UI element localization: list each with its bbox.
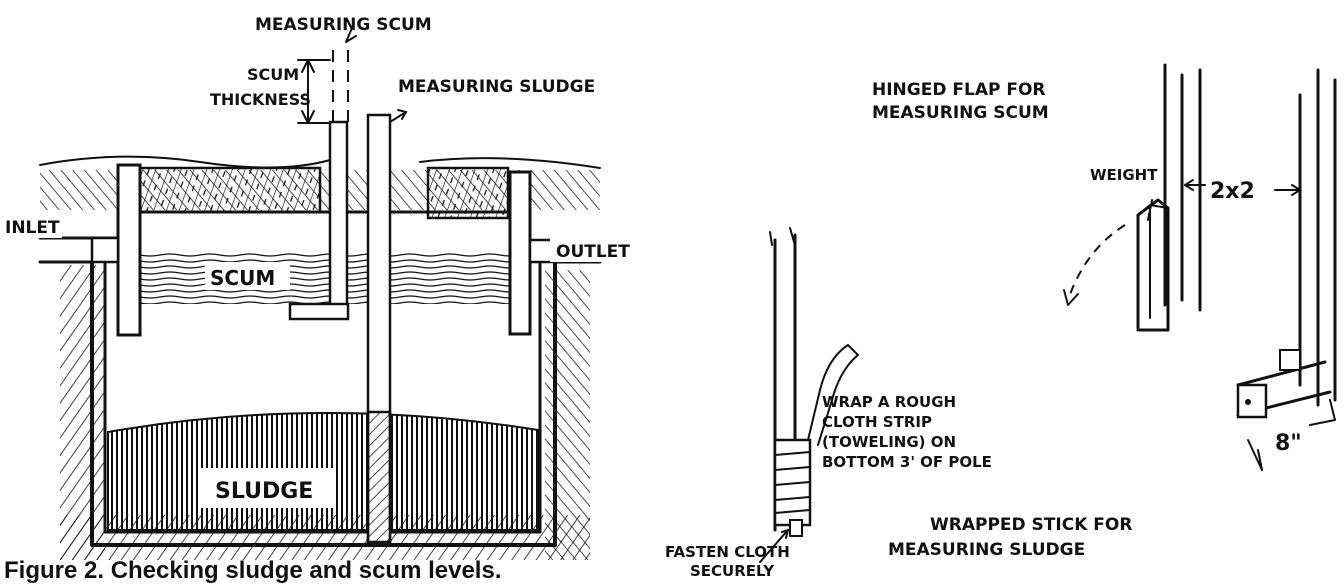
outlet-label: OUTLET bbox=[556, 242, 630, 262]
fasten-cloth-text-1: FASTEN CLOTH bbox=[665, 543, 790, 561]
measuring-scum-label: MEASURING SCUM bbox=[255, 15, 432, 35]
fasten-cloth-text-2: SECURELY bbox=[690, 562, 775, 580]
wrapped-stick-drawing bbox=[759, 227, 860, 563]
wrap-text-1: WRAP A ROUGH bbox=[822, 393, 956, 411]
wrap-text-2: CLOTH STRIP bbox=[822, 413, 932, 431]
scum-layer bbox=[140, 252, 510, 304]
figure-caption: Figure 2. Checking sludge and scum level… bbox=[4, 557, 501, 584]
sludge-label: SLUDGE bbox=[215, 479, 313, 504]
hinged-flap-drawing bbox=[1063, 63, 1337, 471]
scum-measuring-stick bbox=[288, 27, 357, 321]
tank-lids bbox=[138, 166, 510, 220]
tank-cross-section: MEASURING SCUM SCUM THICKNESS MEASURING … bbox=[2, 15, 645, 560]
inlet-pipe bbox=[38, 163, 142, 337]
tank-wall bbox=[90, 260, 557, 547]
measuring-sludge-label: MEASURING SLUDGE bbox=[398, 77, 595, 97]
weight-label: WEIGHT bbox=[1090, 166, 1158, 184]
scum-thickness-dimension bbox=[297, 59, 331, 124]
hinged-flap-title-1: HINGED FLAP FOR bbox=[872, 80, 1046, 100]
inlet-label: INLET bbox=[5, 218, 60, 238]
wrapped-stick-title-2: MEASURING SLUDGE bbox=[888, 540, 1085, 560]
scum-label: SCUM bbox=[210, 266, 275, 290]
dim-8in-label: 8" bbox=[1275, 431, 1302, 456]
swing-arrow bbox=[1067, 224, 1126, 301]
scum-thickness-label-2: THICKNESS bbox=[210, 90, 311, 109]
dim-2x2-label: 2x2 bbox=[1210, 179, 1255, 204]
scum-thickness-label-1: SCUM bbox=[247, 65, 299, 84]
wrap-text-4: BOTTOM 3' OF POLE bbox=[822, 453, 992, 471]
hinged-flap-title-2: MEASURING SCUM bbox=[872, 103, 1049, 123]
sludge-measuring-stick bbox=[366, 109, 408, 545]
wrap-text-3: (TOWELING) ON bbox=[822, 433, 956, 451]
wrapped-stick-title-1: WRAPPED STICK FOR bbox=[930, 515, 1132, 535]
